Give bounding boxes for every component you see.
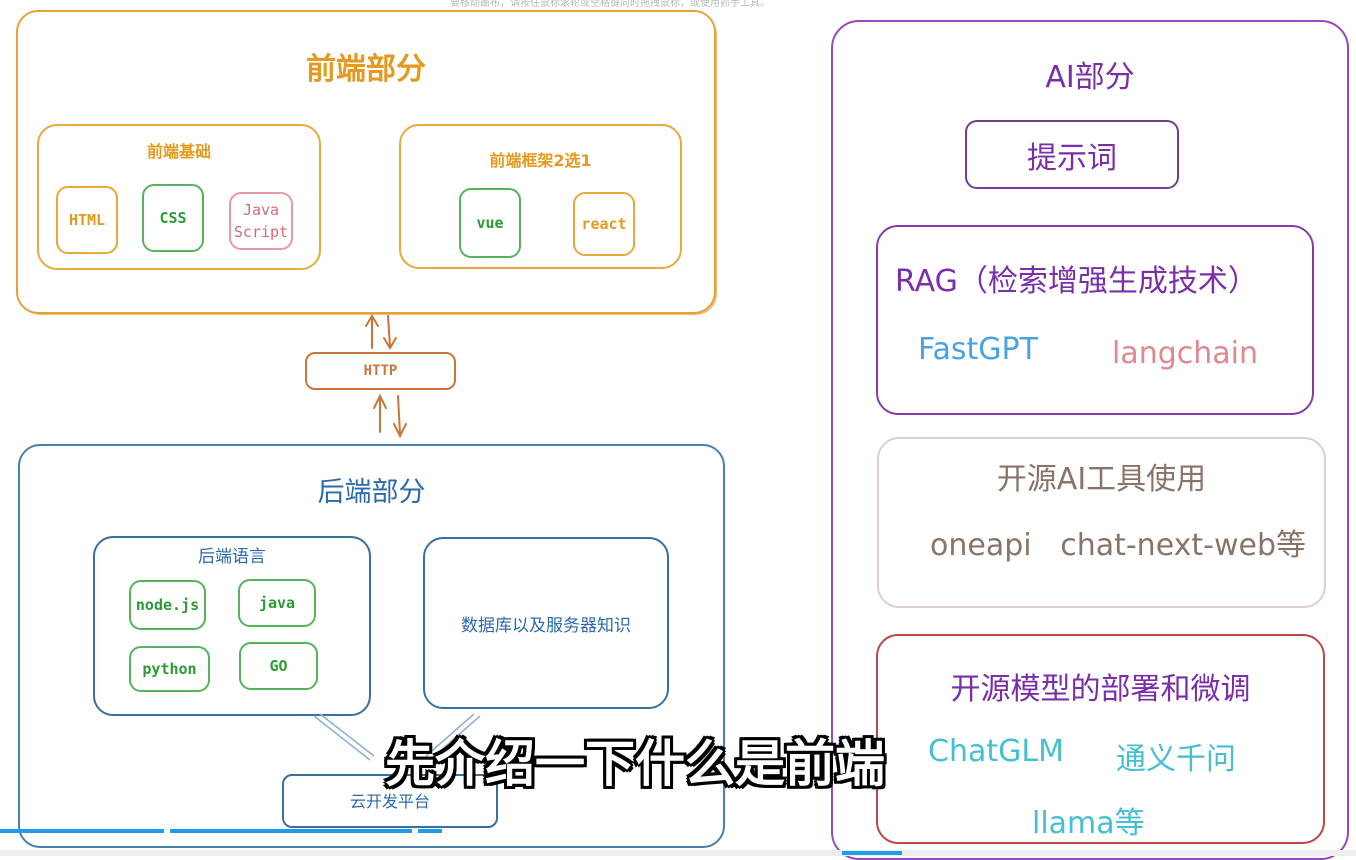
progress-segment-1 [0,829,164,833]
frontend-frameworks-box[interactable] [399,124,682,269]
arrow-down-bottom [393,395,407,439]
cloud-connectors [313,713,481,761]
go-node[interactable]: GO [239,642,318,690]
open-models-box[interactable] [876,634,1325,844]
progress-segment-2 [170,829,412,833]
frontend-basics-title: 前端基础 [146,142,211,161]
arrow-down-top [383,315,397,350]
frontend-basics-box[interactable] [37,124,321,270]
http-arrows [365,314,407,439]
database-server-box[interactable]: 数据库以及服务器知识 [423,537,669,709]
ai-title: AI部分 [1045,60,1135,95]
python-node[interactable]: python [129,646,210,692]
rag-box[interactable] [876,225,1314,415]
backend-languages-box[interactable] [93,536,371,716]
prompt-node[interactable]: 提示词 [965,120,1179,189]
vue-node[interactable]: vue [459,188,521,258]
nodejs-node[interactable]: node.js [129,580,206,630]
backend-languages-title: 后端语言 [198,547,266,567]
tongyi-label: 通义千问 [1116,742,1236,777]
horizontal-scrollbar[interactable] [0,850,1356,856]
frontend-frameworks-title: 前端框架2选1 [489,151,592,170]
progress-segment-3 [418,829,442,833]
arrow-up-top [365,314,379,349]
chatglm-label: ChatGLM [928,734,1064,769]
java-node[interactable]: java [238,579,316,627]
css-node[interactable]: CSS [142,184,204,252]
rag-title: RAG（检索增强生成技术） [895,264,1258,299]
open-models-title: 开源模型的部署和微调 [950,672,1251,707]
canvas-hint: 要移动画布，请按住鼠标滚轮或空格键同时拖拽鼠标，或使用抓手工具。 [450,0,770,9]
video-subtitle: 先介绍一下什么是前端 [385,735,885,793]
http-node[interactable]: HTTP [305,352,456,390]
backend-section[interactable] [18,444,725,848]
fastgpt-label: FastGPT [918,332,1038,367]
open-tools-box[interactable] [877,437,1326,608]
llama-label: llama等 [1032,806,1145,841]
scrollbar-thumb[interactable] [842,851,902,855]
html-node[interactable]: HTML [56,186,118,254]
langchain-label: langchain [1112,336,1259,371]
backend-title: 后端部分 [317,477,426,508]
open-tools-items: oneapi chat-next-web等 [930,528,1306,563]
frontend-section[interactable] [16,10,716,314]
arrow-up-bottom [373,393,387,433]
frontend-title: 前端部分 [306,52,426,87]
react-node[interactable]: react [573,192,635,256]
cloud-platform-node[interactable]: 云开发平台 [282,774,498,828]
open-tools-title: 开源AI工具使用 [996,462,1207,497]
